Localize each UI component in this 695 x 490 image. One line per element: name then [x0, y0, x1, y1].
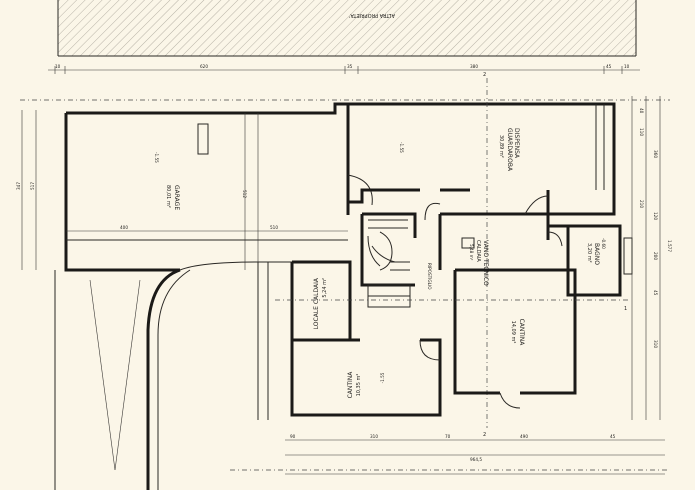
section-bottom-label: 2	[483, 432, 486, 438]
dim-right-5: 200	[653, 252, 658, 260]
dim-bottom-total: 964,5	[470, 457, 482, 462]
dim-right-3: 210	[639, 200, 644, 208]
garage-width-0: 400	[120, 225, 128, 230]
dim-right-8: 1.577	[667, 240, 672, 252]
bagno-label: BAGNO	[593, 243, 600, 265]
cantina-left-label: CANTINA	[347, 371, 354, 399]
vano-tecnico-label: VANO TECNICO	[482, 240, 489, 286]
ramp-wall-curve	[146, 268, 181, 490]
locale-caldaia-walls	[290, 260, 352, 342]
dim-right-4: 120	[653, 212, 658, 220]
dispensa-label: DISPENSA	[513, 128, 520, 159]
dispensa-walls	[348, 102, 616, 216]
garage-level: -1.55	[154, 152, 159, 163]
spiral-stair	[367, 219, 410, 271]
vano-tecnico-label-2: CALDAIA	[475, 240, 481, 262]
dim-right-6: 45	[653, 290, 658, 296]
dim-bottom-3: 490	[520, 434, 528, 439]
dim-top-3: 380	[470, 64, 478, 69]
dim-left-1: 517	[30, 182, 35, 190]
garage-label: GARAGE	[173, 185, 180, 210]
ramp-edge	[157, 269, 191, 490]
dim-top-1: 620	[200, 64, 208, 69]
dispensa-label-2: GUARDAROBA	[506, 128, 513, 172]
section-top-label: 2	[483, 72, 486, 78]
ripostiglio-label: RIPOSTIGLIO	[427, 263, 432, 290]
locale-caldaia-area: 5,24 m²	[322, 278, 328, 298]
vano-tecnico-walls	[438, 212, 550, 270]
top-dimension-ticks	[54, 66, 623, 74]
dispensa-area: 30,89 m²	[498, 135, 504, 158]
garage-width-2: 512	[242, 190, 247, 198]
garage-door-swing	[347, 174, 373, 206]
dim-bottom-1: 310	[370, 434, 378, 439]
dim-bottom-4: 45	[610, 434, 616, 439]
cantina-right-walls	[453, 268, 577, 395]
cantina-right-area: 14,09 m²	[510, 321, 516, 344]
garage-skylight	[197, 123, 209, 155]
neighbor-property-label: ALTRA PROPRIETA'	[349, 12, 395, 18]
dim-right-1: 110	[639, 128, 644, 136]
cantina-left-level: -1.55	[380, 372, 385, 383]
dim-bottom-0: 90	[290, 434, 296, 439]
cantina-right-label: CANTINA	[518, 319, 525, 347]
neighbor-property-hatch	[58, 0, 636, 56]
cantina-left-walls	[290, 338, 442, 417]
dim-bottom-2: 70	[445, 434, 451, 439]
dim-top-2: 35	[347, 64, 353, 69]
dim-top-4: 45	[606, 64, 612, 69]
bagno-walls	[548, 224, 622, 297]
bagno-area: 3,20 m²	[586, 243, 592, 263]
cantina-left-area: 10,35 m²	[356, 374, 362, 397]
section-right-label: 1	[624, 306, 627, 312]
dim-left-0: 347	[16, 182, 21, 190]
bagno-level: -0.60	[601, 238, 606, 249]
dim-right-7: 310	[653, 340, 658, 348]
garage-width-1: 510	[270, 225, 278, 230]
dim-right-2: 360	[653, 150, 658, 158]
dim-top-0: 10	[55, 64, 61, 69]
garage-walls	[64, 102, 350, 272]
dim-top-5: 10	[624, 64, 630, 69]
garage-area: 80,01 m²	[165, 185, 171, 208]
locale-caldaia-label: LOCALE CALDAIA	[313, 277, 320, 329]
dispensa-level: -1.55	[399, 142, 404, 153]
dim-right-0: 40	[639, 108, 644, 114]
vano-tecnico-area: 5,48 m²	[469, 244, 474, 261]
